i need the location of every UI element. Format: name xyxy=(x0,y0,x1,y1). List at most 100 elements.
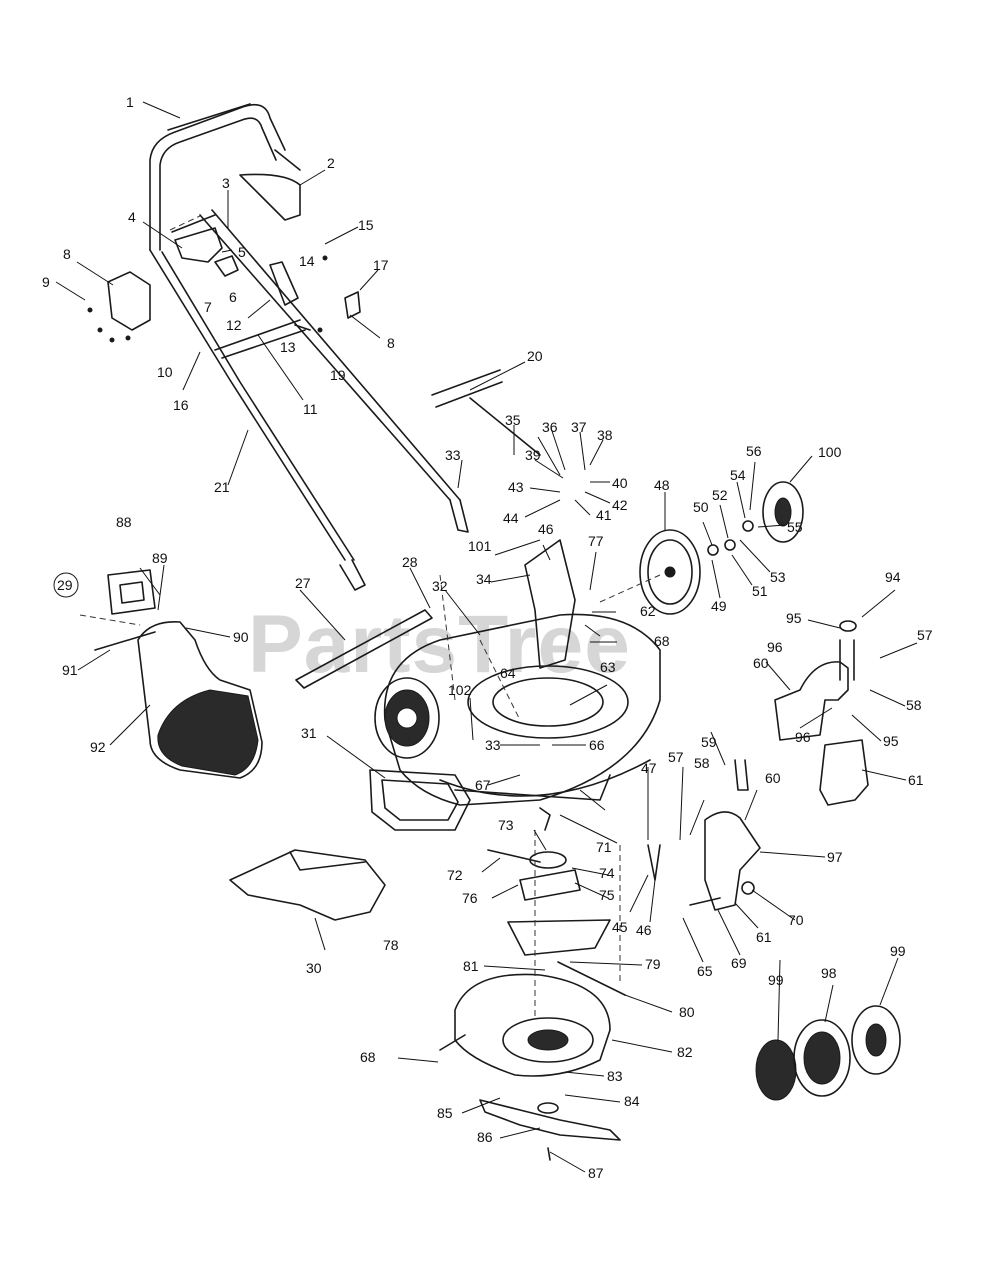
callout: 60 xyxy=(753,655,769,671)
callout: 87 xyxy=(588,1165,604,1181)
handle-brackets xyxy=(87,227,361,343)
callout: 74 xyxy=(599,865,615,881)
callout: 62 xyxy=(640,603,656,619)
callout: 96 xyxy=(767,639,783,655)
callout: 5 xyxy=(238,244,246,260)
callout: 46 xyxy=(538,521,554,537)
callout: 63 xyxy=(600,659,616,675)
wheel-48 xyxy=(639,529,701,615)
callout: 92 xyxy=(90,739,106,755)
callout: 35 xyxy=(505,412,521,428)
callout: 101 xyxy=(468,538,492,554)
callout: 42 xyxy=(612,497,628,513)
callout: 88 xyxy=(116,514,132,530)
grass-bag xyxy=(107,569,263,779)
callout: 57 xyxy=(917,627,933,643)
callout: 79 xyxy=(645,956,661,972)
wheel-hardware xyxy=(707,520,754,556)
blade xyxy=(479,1099,621,1161)
callout: 19 xyxy=(330,367,346,383)
blade-housing xyxy=(439,973,611,1077)
callout: 77 xyxy=(588,533,604,549)
callout: 7 xyxy=(204,299,212,315)
callout: 75 xyxy=(599,887,615,903)
callout: 46 xyxy=(636,922,652,938)
callout: 58 xyxy=(906,697,922,713)
callouts: 1 2 3 4 5 6 7 8 9 10 11 12 13 14 15 16 1… xyxy=(42,94,933,1181)
callout: 67 xyxy=(475,777,491,793)
callout: 51 xyxy=(752,583,768,599)
callout: 9 xyxy=(42,274,50,290)
callout: 34 xyxy=(476,571,492,587)
handle-frame xyxy=(149,209,469,591)
callout: 1 xyxy=(126,94,134,110)
callout: 89 xyxy=(152,550,168,566)
rear-flap xyxy=(295,609,433,689)
bag-rod xyxy=(94,631,156,651)
kit-badge-text: 29 xyxy=(57,577,73,593)
callout: 44 xyxy=(503,510,519,526)
callout: 52 xyxy=(712,487,728,503)
callout: 14 xyxy=(299,253,315,269)
hubcap-100 xyxy=(762,481,804,543)
height-adjuster-upper xyxy=(774,620,869,806)
callout: 8 xyxy=(63,246,71,262)
callout: 33 xyxy=(485,737,501,753)
callout: 41 xyxy=(596,507,612,523)
callout: 45 xyxy=(612,919,628,935)
callout: 48 xyxy=(654,477,670,493)
callout: 43 xyxy=(508,479,524,495)
callout: 57 xyxy=(668,749,684,765)
callout: 6 xyxy=(229,289,237,305)
callout: 76 xyxy=(462,890,478,906)
side-deflector xyxy=(369,769,471,831)
callout: 8 xyxy=(387,335,395,351)
callout: 15 xyxy=(358,217,374,233)
callout: 39 xyxy=(525,447,541,463)
callout: 97 xyxy=(827,849,843,865)
upper-handle xyxy=(149,103,301,251)
callout: 36 xyxy=(542,419,558,435)
leader-lines xyxy=(55,101,918,1173)
callout: 37 xyxy=(571,419,587,435)
alignment-lines xyxy=(79,215,661,1020)
callout: 91 xyxy=(62,662,78,678)
mower-deck xyxy=(383,613,661,806)
callout: 72 xyxy=(447,867,463,883)
callout: 58 xyxy=(694,755,710,771)
engine-parts xyxy=(487,807,661,996)
callout: 40 xyxy=(612,475,628,491)
callout: 90 xyxy=(233,629,249,645)
callout: 56 xyxy=(746,443,762,459)
callout: 13 xyxy=(280,339,296,355)
callout: 69 xyxy=(731,955,747,971)
callout: 65 xyxy=(697,963,713,979)
callout: 102 xyxy=(448,682,472,698)
callout: 68 xyxy=(654,633,670,649)
callout: 95 xyxy=(786,610,802,626)
control-cables xyxy=(431,369,541,456)
callout: 60 xyxy=(765,770,781,786)
callout: 11 xyxy=(303,401,318,417)
callout: 100 xyxy=(818,444,842,460)
callout: 31 xyxy=(301,725,317,741)
callout: 83 xyxy=(607,1068,623,1084)
callout: 99 xyxy=(890,943,906,959)
kit-badge: 29 xyxy=(53,572,79,598)
callout: 55 xyxy=(787,519,803,535)
callout: 61 xyxy=(908,772,924,788)
callout: 96 xyxy=(795,729,811,745)
rear-wheel-left xyxy=(374,677,440,759)
callout: 98 xyxy=(821,965,837,981)
callout: 21 xyxy=(214,479,230,495)
callout: 2 xyxy=(327,155,335,171)
callout: 61 xyxy=(756,929,772,945)
callout: 17 xyxy=(373,257,389,273)
callout: 32 xyxy=(432,578,448,594)
height-adjuster-lower xyxy=(689,759,761,911)
callout: 28 xyxy=(402,554,418,570)
deck-plate xyxy=(524,539,576,669)
callout: 50 xyxy=(693,499,709,515)
callout: 54 xyxy=(730,467,746,483)
